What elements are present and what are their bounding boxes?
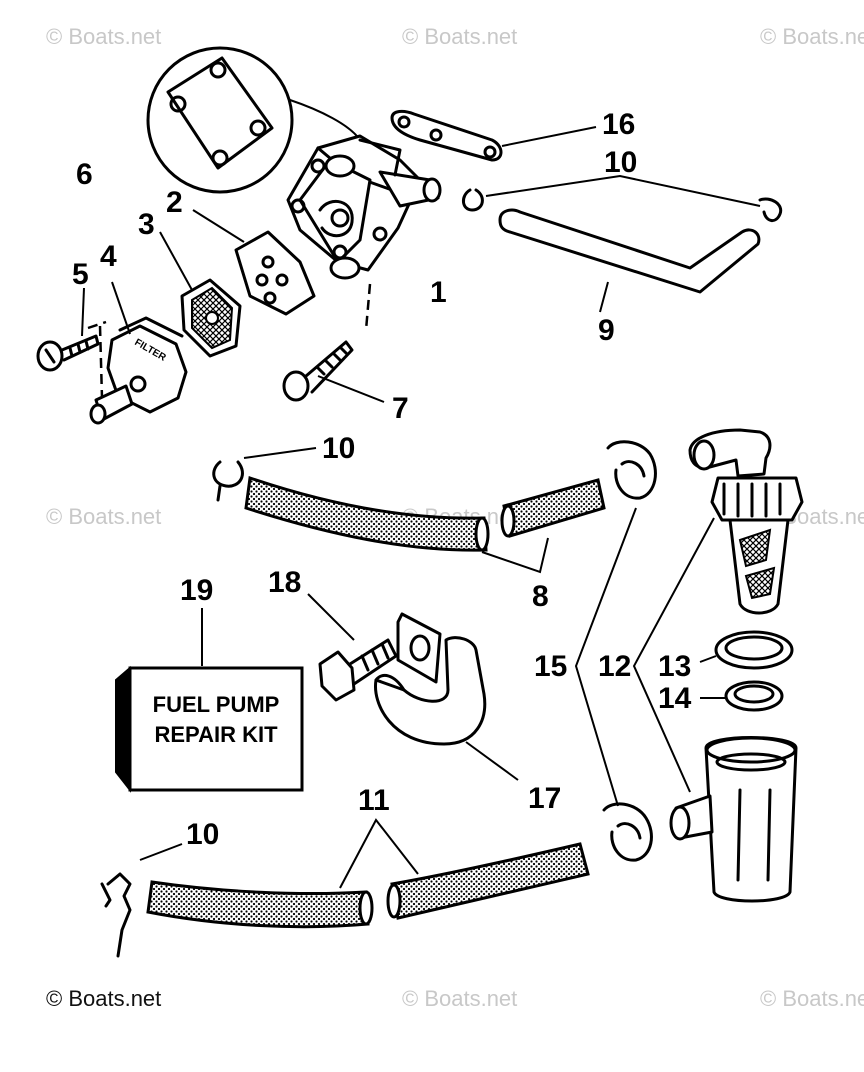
callout-5: 5 — [72, 258, 89, 291]
part-14-seal-ring — [700, 680, 784, 712]
callout-18: 18 — [268, 566, 301, 599]
part-9-formed-hose — [498, 208, 761, 313]
callout-3: 3 — [138, 208, 155, 241]
part-18-bolt — [307, 593, 398, 702]
kit-label-line1: FUEL PUMP — [153, 692, 280, 717]
callout-16: 16 — [602, 108, 635, 141]
callout-2: 2 — [166, 186, 183, 219]
callout-10-bottom: 10 — [186, 818, 219, 851]
callout-11: 11 — [358, 784, 390, 817]
callout-17: 17 — [528, 782, 561, 815]
callout-10-middle: 10 — [322, 432, 355, 465]
part-7-bolt — [282, 283, 385, 403]
watermark-bottom-center: © Boats.net — [402, 986, 517, 1011]
kit-label-line2: REPAIR KIT — [154, 722, 278, 747]
part-10-tie-strap-middle — [212, 447, 317, 502]
part-1-fuel-pump — [286, 134, 442, 280]
part-10-clamp-top — [462, 174, 783, 222]
callout-9: 9 — [598, 314, 615, 347]
watermark-top-right: © Boats.net — [760, 24, 864, 49]
part-15-clamps — [574, 440, 657, 862]
part-2-diaphragm — [192, 209, 316, 316]
callout-4: 4 — [100, 240, 117, 273]
callout-10-top: 10 — [604, 146, 637, 179]
callout-8: 8 — [532, 580, 549, 613]
watermark-top-left: © Boats.net — [46, 24, 161, 49]
callout-7: 7 — [392, 392, 409, 425]
part-17-clamp-bracket — [374, 612, 519, 781]
part-5-screw — [36, 287, 107, 372]
callout-15: 15 — [534, 650, 567, 683]
part-11-hoses — [146, 818, 590, 929]
callout-1: 1 — [430, 276, 447, 309]
part-8-hoses — [244, 475, 606, 574]
callout-13: 13 — [658, 650, 691, 683]
watermark-bottom-left: © Boats.net — [46, 986, 161, 1011]
part-10-tie-strap-bottom — [100, 843, 183, 958]
part-4-filter-cover: FILTER — [89, 281, 188, 425]
part-3-screen — [159, 231, 242, 358]
part-12-fuel-filter — [632, 428, 804, 903]
watermark-mid-left: © Boats.net — [46, 504, 161, 529]
part-13-o-ring — [699, 630, 794, 670]
part-16-gasket-plate — [390, 109, 597, 162]
part-6-gasket-detail — [146, 46, 361, 194]
callout-19: 19 — [180, 574, 213, 607]
callout-12: 12 — [598, 650, 631, 683]
callout-14: 14 — [658, 682, 692, 715]
callout-6: 6 — [76, 158, 93, 191]
watermark-bottom-right: © Boats.net — [760, 986, 864, 1011]
watermark-top-center: © Boats.net — [402, 24, 517, 49]
part-19-repair-kit: FUEL PUMP REPAIR KIT — [115, 608, 304, 793]
